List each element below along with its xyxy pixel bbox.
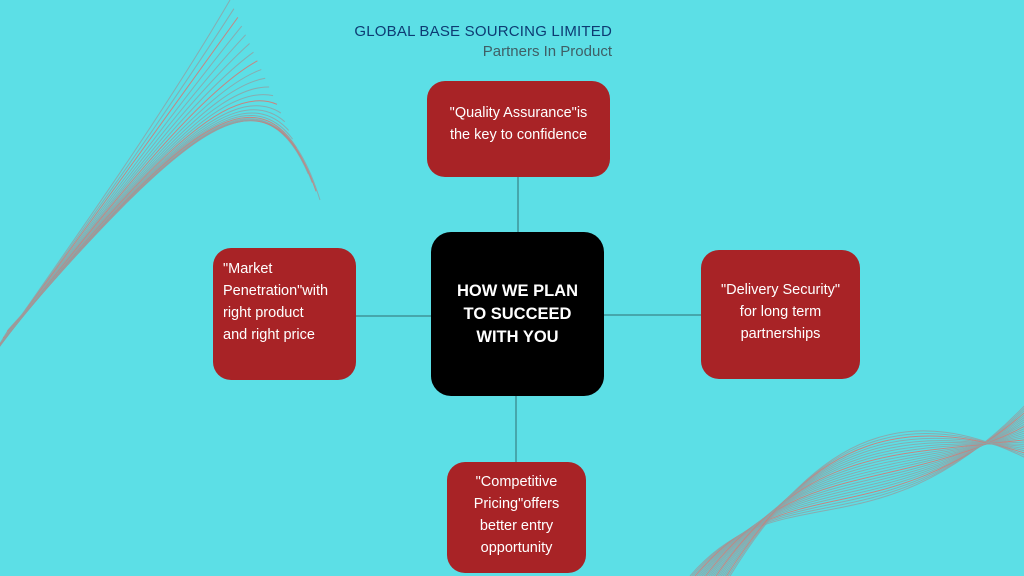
wave-line (727, 433, 1024, 576)
node-line: for long term (739, 304, 822, 320)
header: GLOBAL BASE SOURCING LIMITED Partners In… (354, 23, 612, 60)
node-line: Penetration"with (223, 283, 329, 299)
node-line: "Competitive (475, 474, 558, 490)
node-quality-assurance: "Quality Assurance"is the key to confide… (427, 81, 610, 177)
node-line: Pricing"offers (473, 496, 560, 512)
wave-line (720, 442, 1024, 576)
center-line: HOW WE PLAN (457, 281, 578, 300)
node-line: and right price (223, 327, 315, 343)
node-delivery-security: "Delivery Security" for long term partne… (701, 250, 860, 379)
company-name: GLOBAL BASE SOURCING LIMITED (354, 23, 612, 40)
center-node-text: HOW WE PLAN TO SUCCEED WITH YOU (457, 280, 578, 349)
node-line: the key to confidence (449, 127, 588, 143)
node-competitive-pricing: "Competitive Pricing"offers better entry… (447, 462, 586, 573)
center-node: HOW WE PLAN TO SUCCEED WITH YOU (431, 232, 604, 396)
wave-line (729, 430, 1024, 576)
center-line: WITH YOU (476, 327, 559, 346)
node-line: opportunity (480, 540, 553, 556)
node-line: "Market (223, 261, 273, 277)
center-line: TO SUCCEED (463, 304, 572, 323)
wave-line (724, 438, 1024, 576)
node-market-penetration: "Market Penetration"with right product a… (213, 248, 356, 380)
node-line: "Delivery Security" (720, 282, 841, 298)
node-line: partnerships (740, 326, 821, 342)
wave-line (7, 119, 321, 331)
wave-line (722, 440, 1024, 576)
wave-line (726, 435, 1024, 576)
node-line: better entry (479, 518, 554, 534)
company-tagline: Partners In Product (482, 43, 612, 60)
node-line: "Quality Assurance"is (449, 105, 588, 121)
node-line: right product (223, 305, 304, 321)
